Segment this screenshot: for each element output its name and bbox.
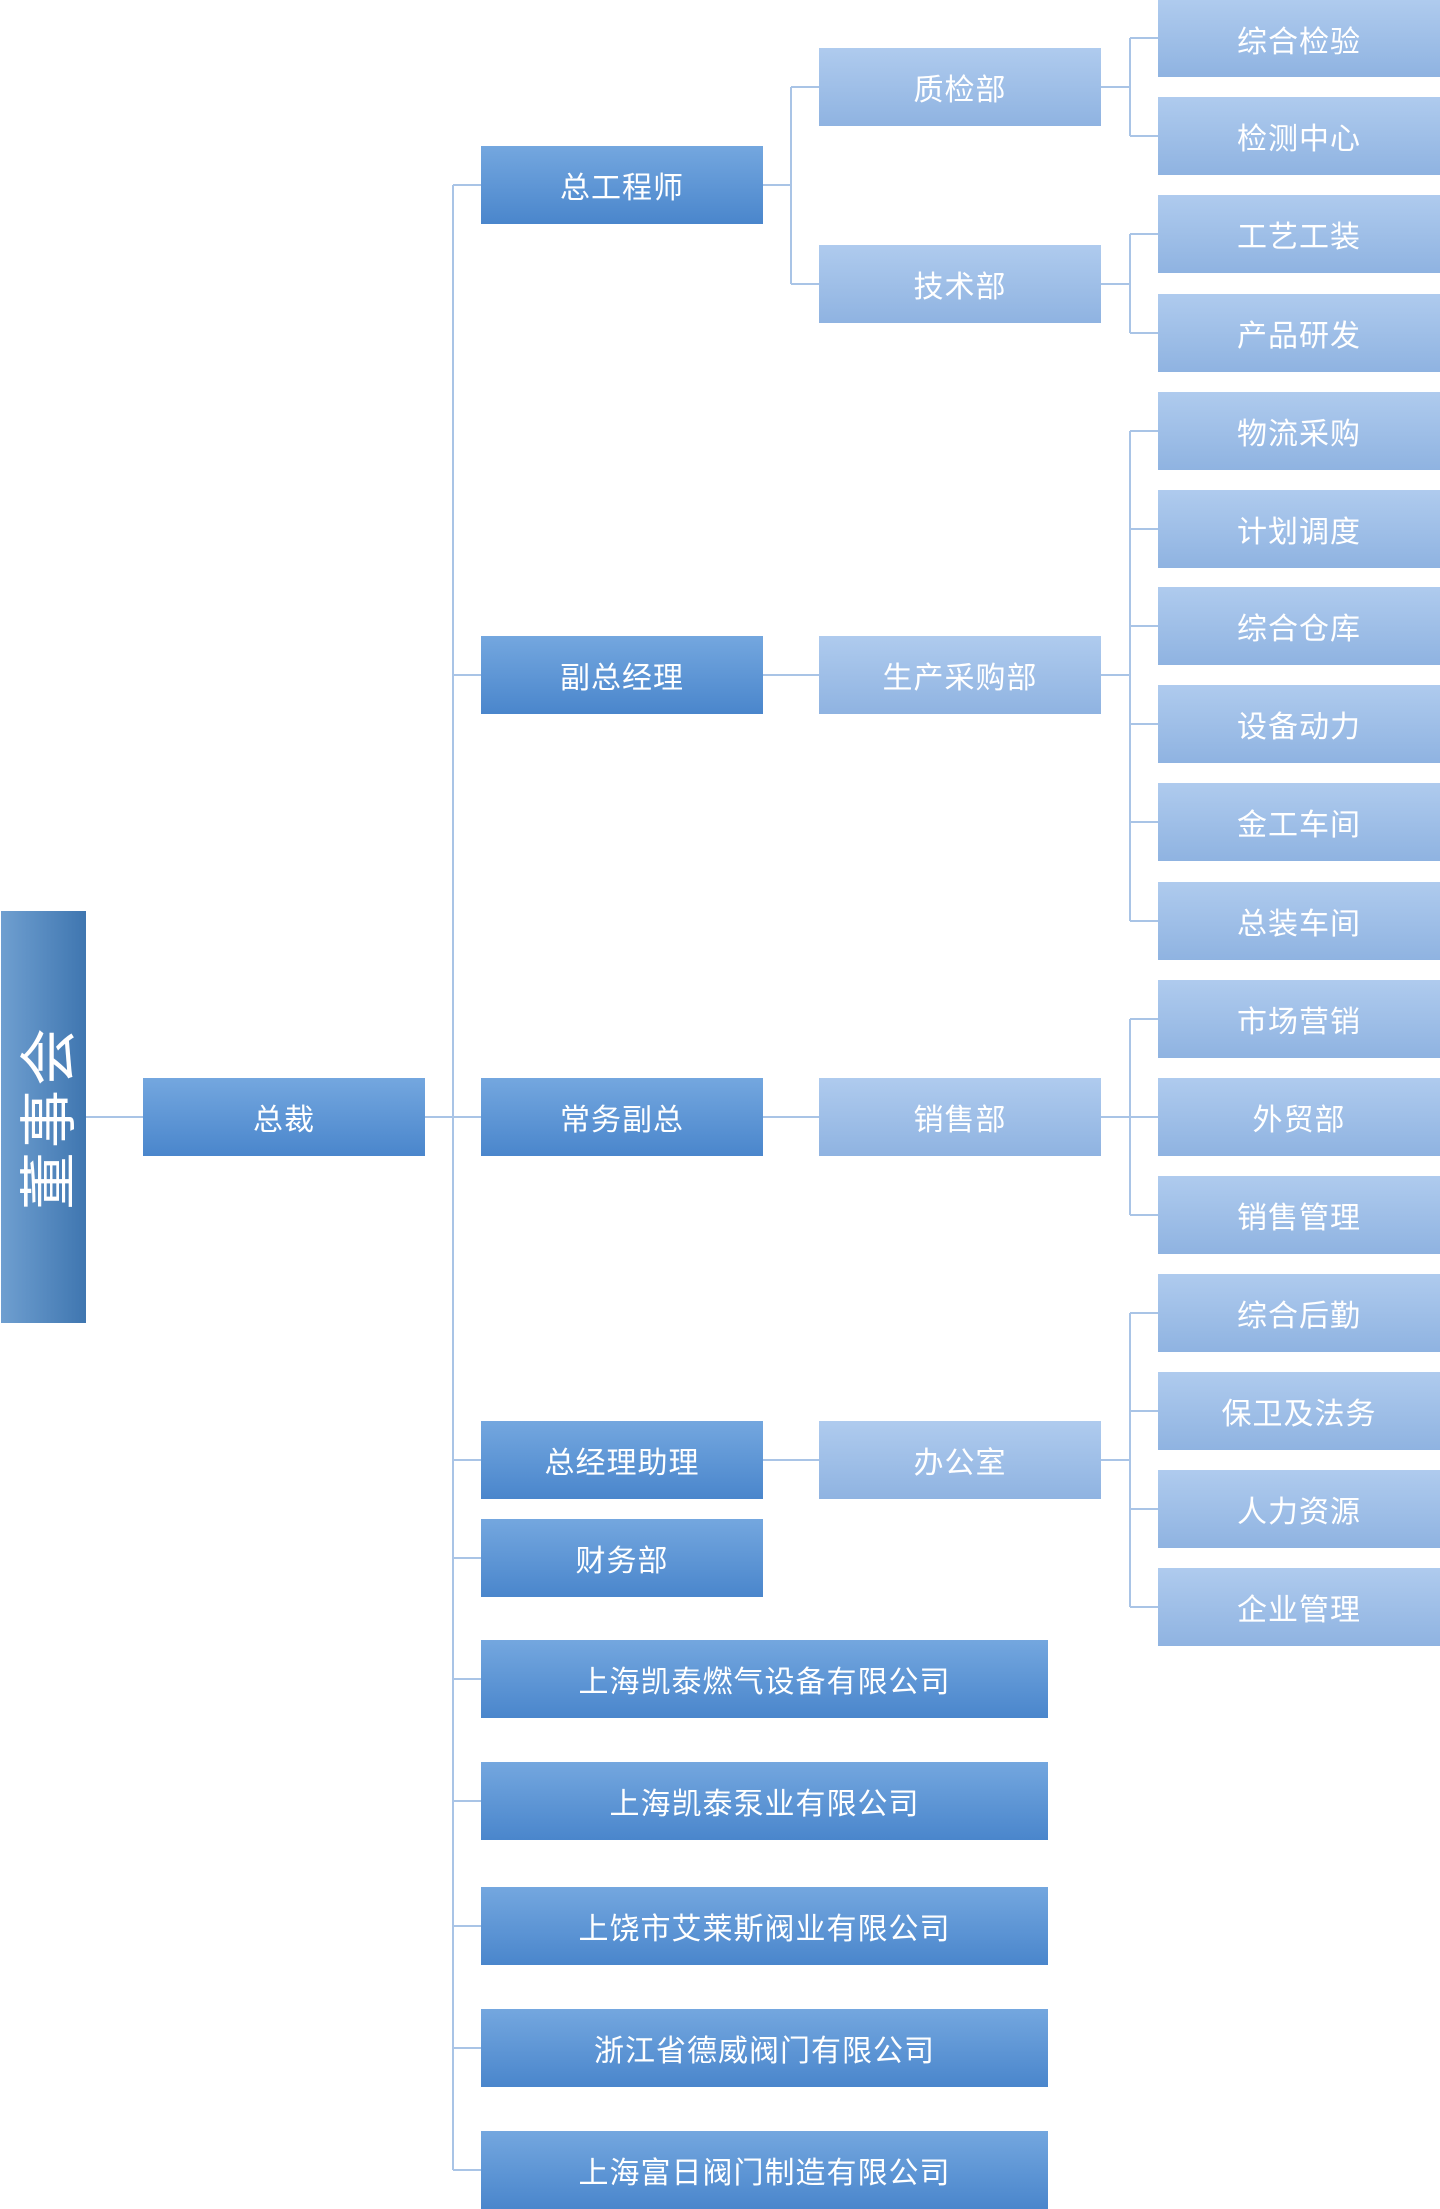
chief-engineer-node: 总工程师 bbox=[481, 146, 763, 224]
office-sub-node: 综合后勤 bbox=[1158, 1274, 1440, 1352]
office-sub-node: 企业管理 bbox=[1158, 1568, 1440, 1646]
tech-dept-node: 技术部 bbox=[819, 245, 1101, 323]
production-sub-node: 设备动力 bbox=[1158, 685, 1440, 763]
subsidiary-node: 浙江省德威阀门有限公司 bbox=[481, 2009, 1048, 2087]
sales-dept-node: 销售部 bbox=[819, 1078, 1101, 1156]
production-sub-node: 总装车间 bbox=[1158, 882, 1440, 960]
sales-sub-node: 销售管理 bbox=[1158, 1176, 1440, 1254]
board-node: 董事会 bbox=[1, 911, 86, 1323]
office-sub-node: 保卫及法务 bbox=[1158, 1372, 1440, 1450]
production-dept-node: 生产采购部 bbox=[819, 636, 1101, 714]
deputy-gm-node: 副总经理 bbox=[481, 636, 763, 714]
finance-node: 财务部 bbox=[481, 1519, 763, 1597]
qc-sub-node: 综合检验 bbox=[1158, 0, 1440, 77]
subsidiary-node: 上海凯泰泵业有限公司 bbox=[481, 1762, 1048, 1840]
board-label: 董事会 bbox=[14, 1023, 83, 1211]
qc-dept-node: 质检部 bbox=[819, 48, 1101, 126]
production-sub-node: 物流采购 bbox=[1158, 392, 1440, 470]
production-sub-node: 综合仓库 bbox=[1158, 587, 1440, 665]
production-sub-node: 计划调度 bbox=[1158, 490, 1440, 568]
production-sub-node: 金工车间 bbox=[1158, 783, 1440, 861]
subsidiary-node: 上海凯泰燃气设备有限公司 bbox=[481, 1640, 1048, 1718]
sales-sub-node: 市场营销 bbox=[1158, 980, 1440, 1058]
subsidiary-node: 上海富日阀门制造有限公司 bbox=[481, 2131, 1048, 2209]
exec-deputy-node: 常务副总 bbox=[481, 1078, 763, 1156]
office-sub-node: 人力资源 bbox=[1158, 1470, 1440, 1548]
subsidiary-node: 上饶市艾莱斯阀业有限公司 bbox=[481, 1887, 1048, 1965]
president-node: 总裁 bbox=[143, 1078, 425, 1156]
qc-sub-node: 检测中心 bbox=[1158, 97, 1440, 175]
gm-assistant-node: 总经理助理 bbox=[481, 1421, 763, 1499]
office-node: 办公室 bbox=[819, 1421, 1101, 1499]
tech-sub-node: 产品研发 bbox=[1158, 294, 1440, 372]
tech-sub-node: 工艺工装 bbox=[1158, 195, 1440, 273]
sales-sub-node: 外贸部 bbox=[1158, 1078, 1440, 1156]
